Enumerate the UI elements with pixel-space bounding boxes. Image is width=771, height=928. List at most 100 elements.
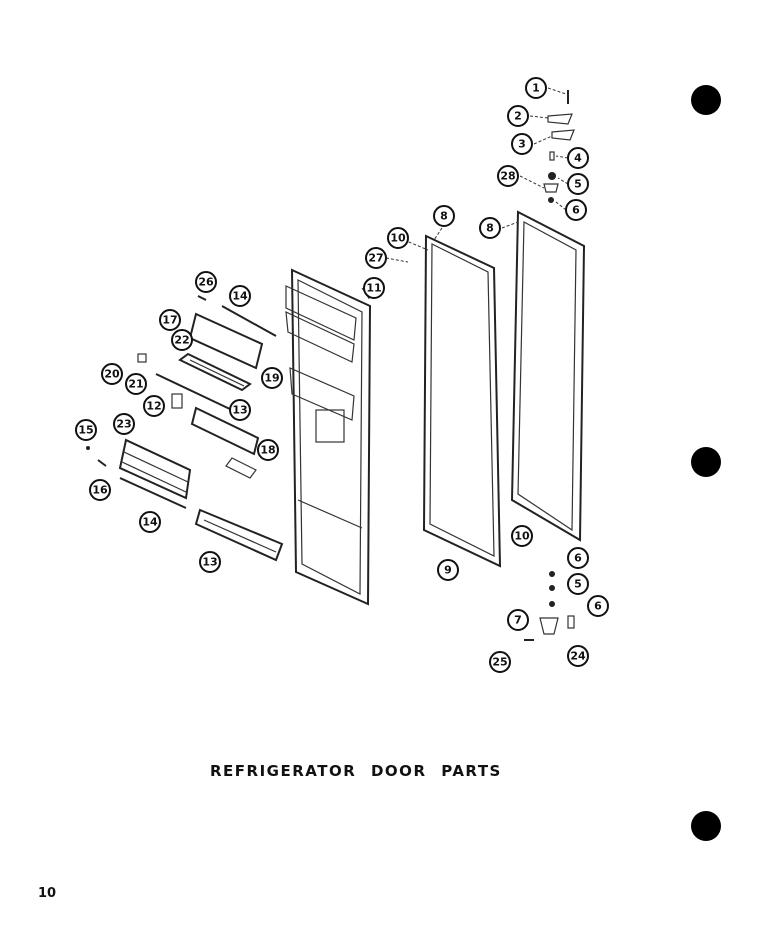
callout-label: 5	[574, 578, 582, 591]
callout-6: 6	[587, 595, 609, 617]
callout-5: 5	[567, 573, 589, 595]
callout-label: 19	[264, 372, 279, 385]
callout-circle	[587, 595, 609, 617]
callout-label: 4	[574, 152, 582, 165]
callout-21: 21	[125, 373, 147, 395]
callout-label: 24	[570, 650, 586, 663]
callout-label: 13	[232, 404, 247, 417]
screw-15	[86, 446, 90, 450]
callout-circle	[507, 105, 529, 127]
callout-15: 15	[75, 419, 97, 441]
shelf-mid	[190, 406, 260, 456]
callout-6: 6	[565, 199, 587, 221]
callout-circle	[125, 373, 147, 395]
callout-13: 13	[199, 551, 221, 573]
callout-label: 22	[174, 334, 189, 347]
callout-label: 14	[142, 516, 158, 529]
callout-circle	[489, 651, 511, 673]
callout-6: 6	[567, 547, 589, 569]
callout-label: 2	[514, 110, 522, 123]
callout-circle	[433, 205, 455, 227]
callout-8: 8	[479, 217, 501, 239]
callout-circle	[365, 247, 387, 269]
callout-12: 12	[143, 395, 165, 417]
callout-26: 26	[195, 271, 217, 293]
callout-circle	[511, 525, 533, 547]
callout-circle	[387, 227, 409, 249]
callout-label: 20	[104, 368, 120, 381]
callout-label: 6	[594, 600, 602, 613]
shelf-bar-upper	[221, 305, 277, 337]
callout-circle	[139, 511, 161, 533]
bracket-18	[225, 457, 257, 479]
callout-3: 3	[511, 133, 533, 155]
diagram-caption: REFRIGERATOR DOOR PARTS	[210, 762, 502, 780]
page-number: 10	[38, 886, 57, 901]
callout-27: 27	[365, 247, 387, 269]
callout-label: 23	[116, 418, 131, 431]
callout-circle	[479, 217, 501, 239]
callout-17: 17	[159, 309, 181, 331]
callout-label: 12	[146, 400, 161, 413]
callout-2: 2	[507, 105, 529, 127]
callout-23: 23	[113, 413, 135, 435]
callout-1: 1	[525, 77, 547, 99]
callout-circle	[567, 645, 589, 667]
callout-circle	[171, 329, 193, 351]
callout-circle	[567, 573, 589, 595]
callout-label: 10	[390, 232, 406, 245]
callout-circle	[567, 147, 589, 169]
callout-5: 5	[567, 173, 589, 195]
callout-label: 6	[574, 552, 582, 565]
shelf-bar-lower	[119, 477, 187, 509]
callout-label: 21	[128, 378, 143, 391]
callout-24: 24	[567, 645, 589, 667]
shelf-bottom	[194, 508, 284, 562]
callout-8: 8	[433, 205, 455, 227]
callout-7: 7	[507, 609, 529, 631]
callout-circle	[89, 479, 111, 501]
callout-16: 16	[89, 479, 111, 501]
callout-circle	[525, 77, 547, 99]
callout-label: 10	[514, 530, 530, 543]
callout-circle	[257, 439, 279, 461]
callout-label: 16	[92, 484, 108, 497]
binder-hole-top	[691, 85, 721, 115]
callout-circle	[363, 277, 385, 299]
callout-circle	[113, 413, 135, 435]
callout-label: 17	[162, 314, 177, 327]
callout-label: 9	[444, 564, 452, 577]
pin-16	[97, 459, 107, 467]
callout-14: 14	[139, 511, 161, 533]
callout-circle	[565, 199, 587, 221]
callout-circle	[507, 609, 529, 631]
callout-25: 25	[489, 651, 511, 673]
callout-circle	[229, 285, 251, 307]
callout-circle	[567, 547, 589, 569]
callout-label: 8	[486, 222, 494, 235]
callout-4: 4	[567, 147, 589, 169]
callout-label: 6	[572, 204, 580, 217]
callout-label: 14	[232, 290, 248, 303]
callout-label: 5	[574, 178, 582, 191]
door-liner	[285, 268, 372, 606]
callout-circle	[511, 133, 533, 155]
callout-28: 28	[497, 165, 519, 187]
callout-circle	[199, 551, 221, 573]
callout-9: 9	[437, 559, 459, 581]
callout-label: 7	[514, 614, 522, 627]
callout-circle	[75, 419, 97, 441]
callout-19: 19	[261, 367, 283, 389]
callout-circle	[229, 399, 251, 421]
callout-circle	[567, 173, 589, 195]
callout-circle	[497, 165, 519, 187]
callout-circle	[437, 559, 459, 581]
hinge-bottom	[524, 571, 575, 641]
clip-20	[137, 353, 147, 363]
callout-label: 1	[532, 82, 540, 95]
dairy-rack	[178, 352, 252, 392]
callout-circle	[195, 271, 217, 293]
callout-10: 10	[387, 227, 409, 249]
